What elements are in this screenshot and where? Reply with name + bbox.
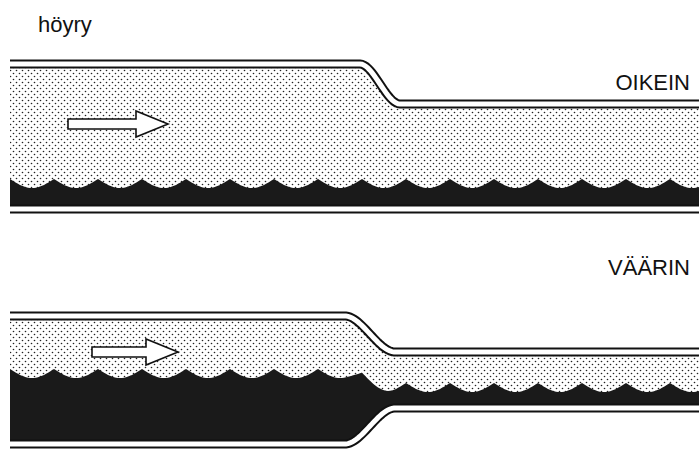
- verdict-label: VÄÄRIN: [608, 257, 690, 279]
- pipe-wall-inner: [10, 408, 699, 444]
- condensate: [10, 179, 699, 209]
- verdict-label: OIKEIN: [615, 72, 690, 94]
- pipe-wall: [10, 64, 699, 104]
- pipe-wall-inner: [10, 207, 699, 212]
- condensate: [10, 369, 699, 444]
- pipe-wall-inner: [10, 64, 699, 104]
- pipe-wall: [10, 205, 699, 214]
- flow-arrow: [92, 339, 178, 365]
- pipe-wall: [10, 408, 699, 444]
- flow-arrow: [68, 111, 168, 137]
- pipes: [10, 64, 699, 444]
- steam: [10, 64, 699, 209]
- steam: [10, 316, 699, 444]
- medium-label: höyry: [38, 14, 92, 36]
